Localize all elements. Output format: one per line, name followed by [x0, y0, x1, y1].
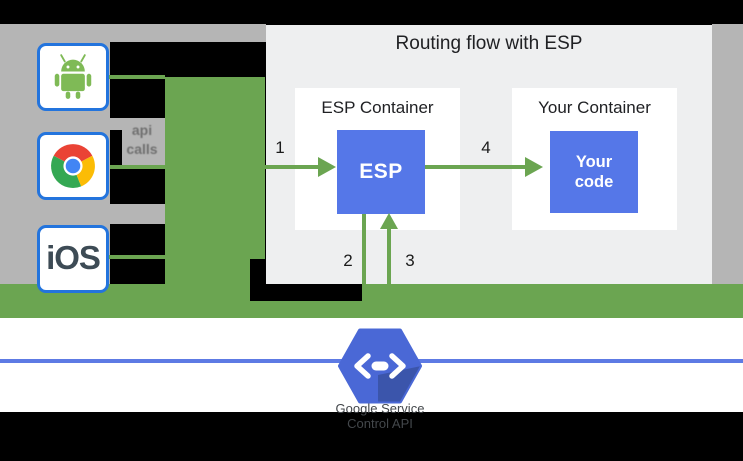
- black-patch: [110, 259, 165, 284]
- bottom-black-bar: [0, 412, 743, 461]
- black-patch: [250, 284, 363, 301]
- gray-backdrop-right-strip: [712, 24, 743, 284]
- black-patch: [250, 259, 266, 284]
- endpoints-caption-line2: Control API: [347, 416, 413, 431]
- your-code-box: Your code: [550, 131, 638, 213]
- ios-client-box: iOS: [37, 225, 109, 293]
- cloud-endpoints-hexagon-icon: [338, 328, 422, 404]
- step-label-1: 1: [275, 138, 285, 157]
- android-connector-line: [107, 75, 165, 79]
- step-label-3: 3: [405, 251, 415, 270]
- routing-panel: Routing flow with ESP ESP Container ESP …: [266, 25, 712, 284]
- black-patch: [110, 130, 122, 165]
- your-container-label: Your Container: [538, 98, 651, 117]
- black-patch: [110, 81, 165, 118]
- api-calls-note: api calls: [116, 121, 168, 159]
- arrow-1-line: [260, 165, 320, 169]
- gray-backdrop-note-area: [110, 118, 165, 130]
- arrow-4-line: [425, 165, 527, 169]
- api-calls-line1: api: [131, 122, 153, 138]
- step-label-2: 2: [343, 251, 353, 270]
- panel-title: Routing flow with ESP: [395, 33, 583, 54]
- esp-container-box: ESP Container ESP: [295, 88, 460, 230]
- your-code-line2: code: [574, 173, 614, 191]
- android-client-box: [37, 43, 109, 111]
- endpoints-caption-line1: Google Service: [335, 401, 425, 416]
- arrow-2-line: [362, 214, 366, 318]
- arrow-4-head-icon: [525, 157, 543, 177]
- black-patch: [110, 169, 165, 204]
- your-code-line1: Your: [575, 153, 613, 171]
- arrow-3-line: [387, 227, 391, 330]
- network-bar: [0, 284, 743, 318]
- black-patch: [110, 42, 266, 77]
- arrow-1-head-icon: [318, 157, 336, 177]
- step-label-4: 4: [481, 138, 491, 157]
- chrome-client-box: [37, 132, 109, 200]
- top-black-bar: [0, 0, 743, 24]
- ios-connector-line: [107, 255, 165, 259]
- chrome-logo-icon: [51, 144, 95, 188]
- android-robot-icon: [54, 54, 92, 99]
- gray-backdrop-note-area-2: [122, 130, 165, 165]
- endpoints-caption: Google Service Control API: [280, 401, 480, 431]
- your-container-box: Your Container Your code: [512, 88, 677, 230]
- black-patch: [110, 224, 165, 255]
- ios-label: iOS: [46, 239, 101, 276]
- api-calls-line2: calls: [126, 141, 158, 157]
- clients-merge-column: [165, 77, 265, 284]
- esp-box: ESP: [337, 130, 425, 214]
- chrome-connector-line: [110, 165, 165, 169]
- arrow-3-head-icon: [380, 213, 398, 229]
- gray-backdrop-mid-strip: [110, 204, 165, 224]
- esp-container-label: ESP Container: [321, 98, 434, 117]
